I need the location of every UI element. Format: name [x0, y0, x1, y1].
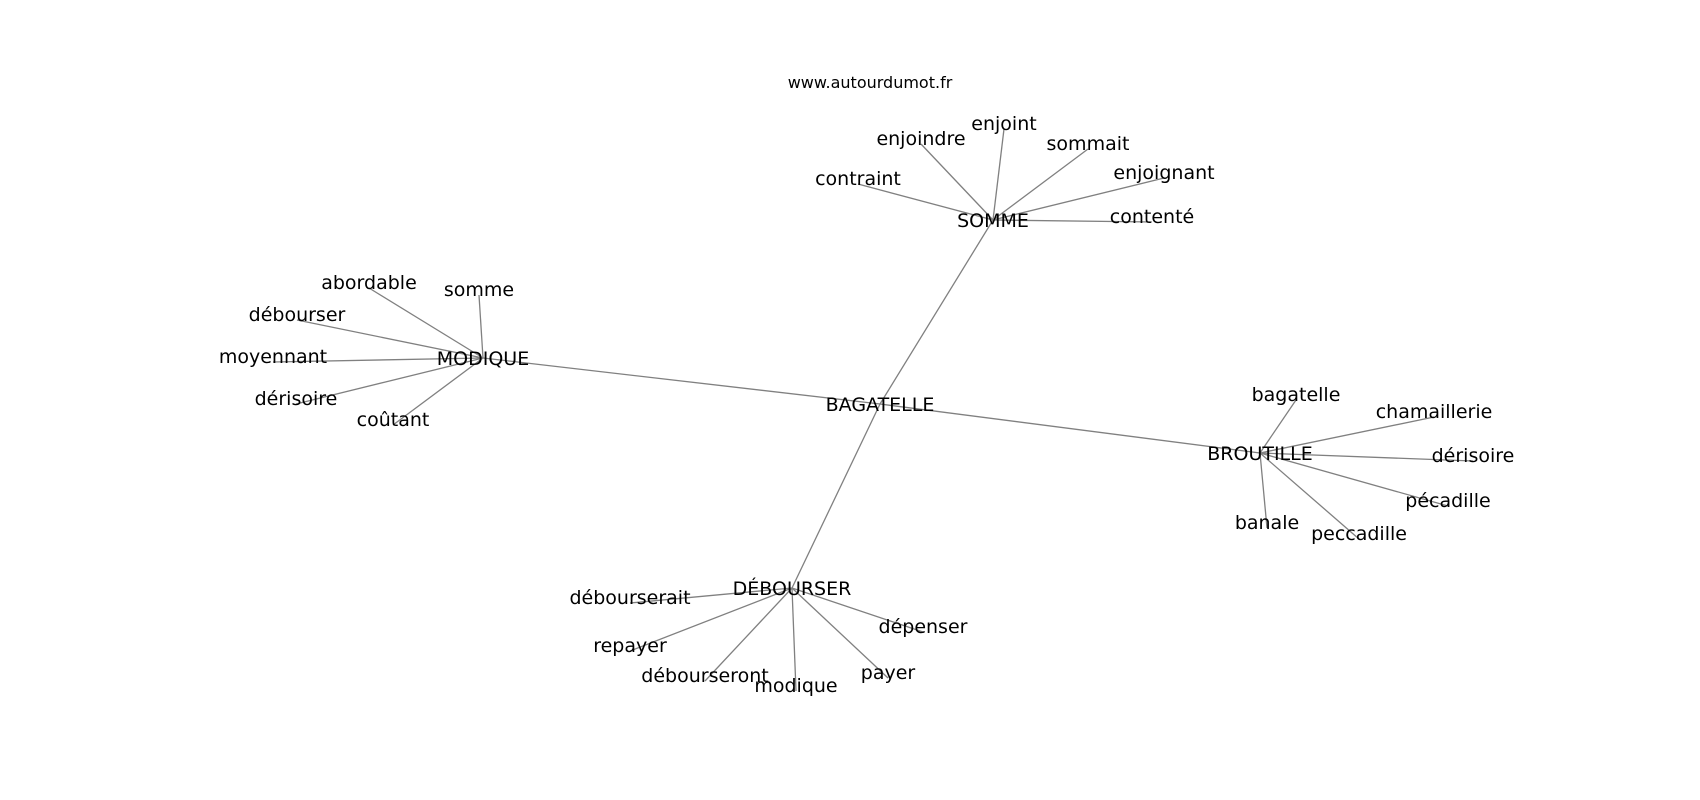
leaf-node[interactable]: contraint [815, 168, 901, 190]
leaf-node-group: enjoindre [876, 128, 965, 150]
edge-3-0 [629, 587, 793, 604]
edge-2-1 [1259, 416, 1435, 454]
edge-2-5 [1259, 452, 1268, 529]
edge-center-to-hub-1 [482, 357, 881, 405]
edge-2-2 [1259, 452, 1474, 462]
leaf-node[interactable]: abordable [321, 272, 417, 294]
leaf-node-group: peccadille [1311, 523, 1407, 545]
leaf-node-group: dépenser [879, 616, 968, 638]
leaf-node-group: pécadille [1405, 490, 1490, 512]
leaf-node[interactable]: enjoignant [1113, 162, 1214, 184]
edge-center-to-hub-0 [879, 219, 994, 405]
edge-0-4 [992, 177, 1165, 221]
leaf-node[interactable]: débourseront [641, 665, 768, 687]
leaf-node[interactable]: dépenser [879, 616, 968, 638]
edge-0-0 [857, 183, 994, 221]
leaf-node[interactable]: pécadille [1405, 490, 1490, 512]
leaf-node[interactable]: modique [754, 675, 837, 697]
edge-1-3 [272, 357, 484, 363]
hub-node-0[interactable]: SOMME [957, 210, 1029, 232]
leaf-node[interactable]: peccadille [1311, 523, 1407, 545]
leaf-node-group: enjoignant [1113, 162, 1214, 184]
edge-2-4 [1259, 452, 1360, 540]
leaf-node[interactable]: banale [1235, 512, 1299, 534]
edge-2-3 [1259, 452, 1449, 507]
center-node-group: BAGATELLE [826, 394, 935, 416]
leaf-node-group: somme [444, 279, 514, 301]
edge-1-5 [392, 357, 484, 426]
center-node[interactable]: BAGATELLE [826, 394, 935, 416]
leaf-node[interactable]: enjoindre [876, 128, 965, 150]
leaf-node[interactable]: débourser [249, 304, 346, 326]
edge-2-0 [1259, 399, 1297, 454]
edge-0-5 [992, 219, 1153, 223]
leaf-node[interactable]: sommait [1047, 133, 1130, 155]
leaf-node-group: débourserait [569, 587, 690, 609]
edge-0-2 [992, 128, 1005, 221]
leaf-node[interactable]: dérisoire [1432, 445, 1515, 467]
leaf-node[interactable]: chamaillerie [1376, 401, 1493, 423]
edge-3-4 [791, 587, 889, 679]
hub-node-0-group: SOMME [957, 210, 1029, 232]
leaf-node[interactable]: coûtant [357, 409, 430, 431]
edge-3-3 [791, 587, 797, 692]
hub-node-3-group: DÉBOURSER [733, 577, 852, 600]
leaf-node-group: dérisoire [255, 388, 338, 410]
leaf-node-group: contenté [1110, 206, 1194, 228]
leaf-node[interactable]: dérisoire [255, 388, 338, 410]
leaf-node-group: bagatelle [1252, 384, 1341, 406]
edge-1-1 [478, 294, 484, 359]
leaf-node-group: abordable [321, 272, 417, 294]
hub-node-1[interactable]: MODIQUE [437, 348, 529, 370]
edge-0-1 [920, 143, 994, 221]
leaf-node-group: chamaillerie [1376, 401, 1493, 423]
edge-3-5 [791, 587, 924, 633]
leaf-node-group: coûtant [357, 409, 430, 431]
edge-1-4 [295, 357, 484, 405]
edge-1-0 [368, 287, 484, 359]
leaf-node-group: débourseront [641, 665, 768, 687]
leaf-node[interactable]: moyennant [219, 346, 327, 368]
leaf-node-group: débourser [249, 304, 346, 326]
leaf-node-group: contraint [815, 168, 901, 190]
edge-1-2 [296, 319, 484, 359]
leaf-node-group: dérisoire [1432, 445, 1515, 467]
hub-node-1-group: MODIQUE [437, 348, 529, 370]
leaf-node-group: modique [754, 675, 837, 697]
leaf-node[interactable]: payer [861, 662, 916, 684]
edge-3-1 [629, 587, 793, 652]
hub-node-3[interactable]: DÉBOURSER [733, 577, 852, 600]
leaf-node[interactable]: bagatelle [1252, 384, 1341, 406]
leaf-node-group: enjoint [971, 113, 1036, 135]
leaf-node[interactable]: repayer [593, 635, 667, 657]
hub-node-2[interactable]: BROUTILLE [1207, 443, 1312, 465]
leaf-node-group: payer [861, 662, 916, 684]
leaf-node-group: banale [1235, 512, 1299, 534]
leaf-node-group: sommait [1047, 133, 1130, 155]
leaf-node[interactable]: débourserait [569, 587, 690, 609]
hub-node-2-group: BROUTILLE [1207, 443, 1312, 465]
leaf-node[interactable]: contenté [1110, 206, 1194, 228]
edge-3-2 [704, 587, 793, 682]
source-label: www.autourdumot.fr [788, 73, 953, 92]
leaf-node[interactable]: enjoint [971, 113, 1036, 135]
edge-0-3 [992, 148, 1089, 221]
edge-center-to-hub-2 [879, 403, 1261, 454]
leaf-node[interactable]: somme [444, 279, 514, 301]
leaf-node-group: moyennant [219, 346, 327, 368]
edge-center-to-hub-3 [791, 403, 881, 589]
leaf-node-group: repayer [593, 635, 667, 657]
